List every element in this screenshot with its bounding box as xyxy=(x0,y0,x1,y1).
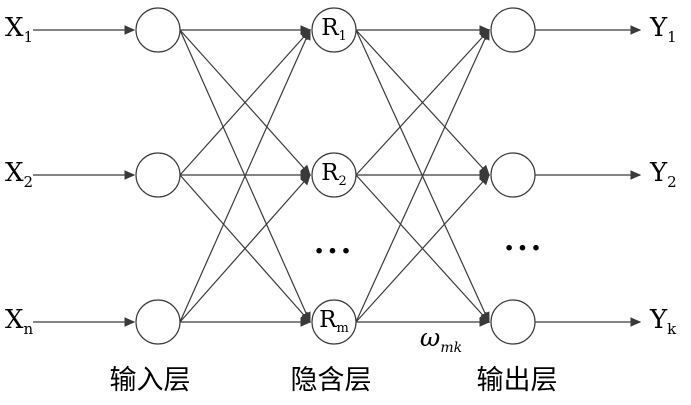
hidden-node-label-r1: R1 xyxy=(321,14,347,45)
hidden-node-label-rm: Rm xyxy=(319,306,349,337)
label-base: X xyxy=(5,158,24,188)
label-base: Y xyxy=(650,158,668,188)
output-label-y2: Y2 xyxy=(650,160,677,190)
label-subscript: 2 xyxy=(338,174,347,190)
label-base: Y xyxy=(650,305,668,335)
label-base: R xyxy=(321,159,339,186)
label-subscript: 2 xyxy=(667,173,677,191)
caption-input-layer: 输入层 xyxy=(109,365,191,396)
caption-hidden-layer: 隐含层 xyxy=(290,365,372,396)
weight-label-omega-mk: ωmk xyxy=(420,325,462,355)
output-label-yk: Yk xyxy=(650,307,676,337)
label-subscript: 1 xyxy=(338,29,347,45)
output-label-y1: Y1 xyxy=(650,15,677,45)
input-label-xn: Xn xyxy=(5,307,33,337)
label-subscript: 1 xyxy=(667,28,677,46)
label-subscript: m xyxy=(336,321,349,337)
label-subscript: 1 xyxy=(23,28,34,46)
label-base: R xyxy=(321,14,339,41)
label-subscript: 2 xyxy=(23,173,34,191)
label-base: Y xyxy=(650,13,668,43)
label-base: X xyxy=(5,305,24,335)
hidden-node-label-r2: R2 xyxy=(321,159,347,190)
label-subscript: k xyxy=(667,320,677,338)
label-base: R xyxy=(319,306,337,333)
output-layer-ellipsis: ... xyxy=(503,223,545,258)
label-base: X xyxy=(5,13,24,43)
caption-output-layer: 输出层 xyxy=(476,365,558,396)
input-label-x2: X2 xyxy=(5,160,33,190)
label-subscript: mk xyxy=(440,340,463,357)
label-base: ω xyxy=(419,322,441,352)
input-label-x1: X1 xyxy=(5,15,33,45)
hidden-layer-ellipsis: ... xyxy=(313,226,355,261)
label-subscript: n xyxy=(23,320,34,338)
